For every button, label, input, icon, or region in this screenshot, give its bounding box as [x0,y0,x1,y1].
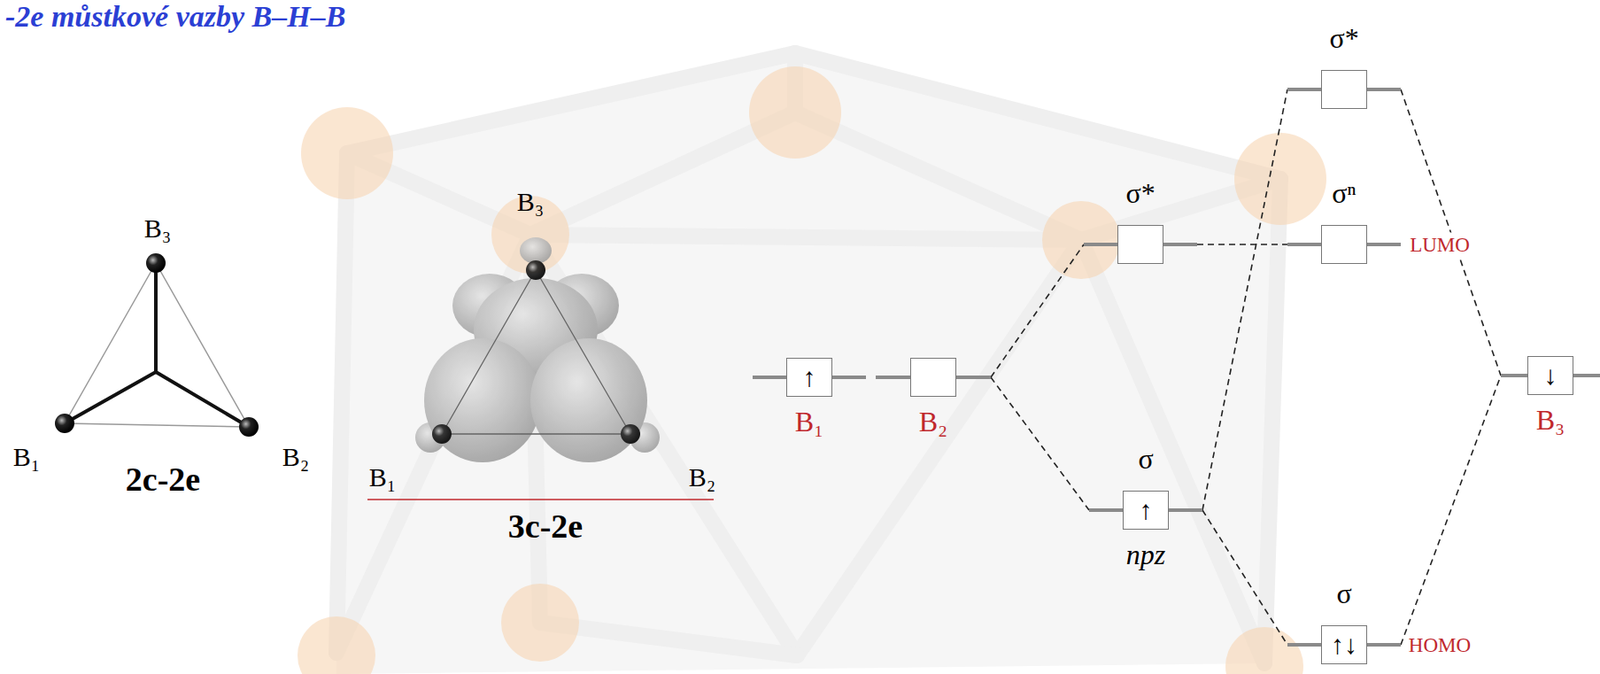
frontier-label: LUMO [1406,232,1473,257]
orbital-label: σⁿ [1331,178,1356,208]
bond-type-label: 3c-2e [508,509,583,543]
orbital-box [1117,224,1164,264]
energy-level: ↑ [752,357,866,397]
correlation-line [1202,89,1288,511]
icosahedron-edges [336,53,1281,664]
boron-atom-spheres [297,66,1327,674]
correlation-line [1400,375,1501,645]
atom-label: B₃ [1536,405,1566,434]
heading: -2e můstkové vazby B–H–B [5,1,346,32]
energy-level: ↑ [1089,490,1203,530]
electron-arrows: ↑ [1139,496,1153,524]
frontier-label: HOMO [1406,633,1474,658]
correlation-line [990,377,1090,511]
orbital-box: ↑ [786,357,833,397]
three-centre-orbital-lobes [415,237,660,463]
orbital-box: ↓ [1527,355,1574,395]
orbital-box: ↑ [1122,490,1169,530]
orbital-label: σ* [1329,23,1359,53]
icosahedron-face [336,53,1281,674]
energy-level [1083,224,1198,264]
energy-level [1287,224,1401,264]
orbital-label: σ [1336,579,1352,608]
orbital-box [1321,69,1368,109]
correlation-line [1202,510,1288,645]
correlation-line [1197,243,1288,246]
electron-arrows: ↑ [803,363,817,391]
two-centre-triangle [54,253,259,437]
atom-label: B₁ [13,443,40,471]
red-underline [367,498,714,501]
atom-label: B₁ [795,407,825,436]
orbital-box [1321,224,1368,264]
atom-label: B₂ [919,407,949,436]
atom-label: B₂ [688,463,716,491]
atom-label: B₂ [282,443,310,471]
energy-level [1287,69,1401,109]
orbital-label: σ [1137,444,1153,473]
atom-label: B₃ [144,215,171,242]
energy-level [875,357,991,397]
orbital-box: ↑↓ [1321,625,1368,665]
correlation-line [990,244,1084,378]
energy-level: ↓ [1500,355,1600,395]
atom-label: B₃ [517,188,544,216]
electron-arrows: ↓ [1544,362,1558,389]
orbital-type: npz [1126,540,1166,569]
orbital-label: σ* [1125,178,1155,208]
electron-arrows: ↑↓ [1330,631,1358,658]
atom-label: B₁ [369,463,396,491]
energy-level: ↑↓ [1287,625,1401,665]
correlation-line [1400,89,1501,376]
orbital-box [910,357,957,397]
bond-type-label: 2c-2e [125,462,201,496]
